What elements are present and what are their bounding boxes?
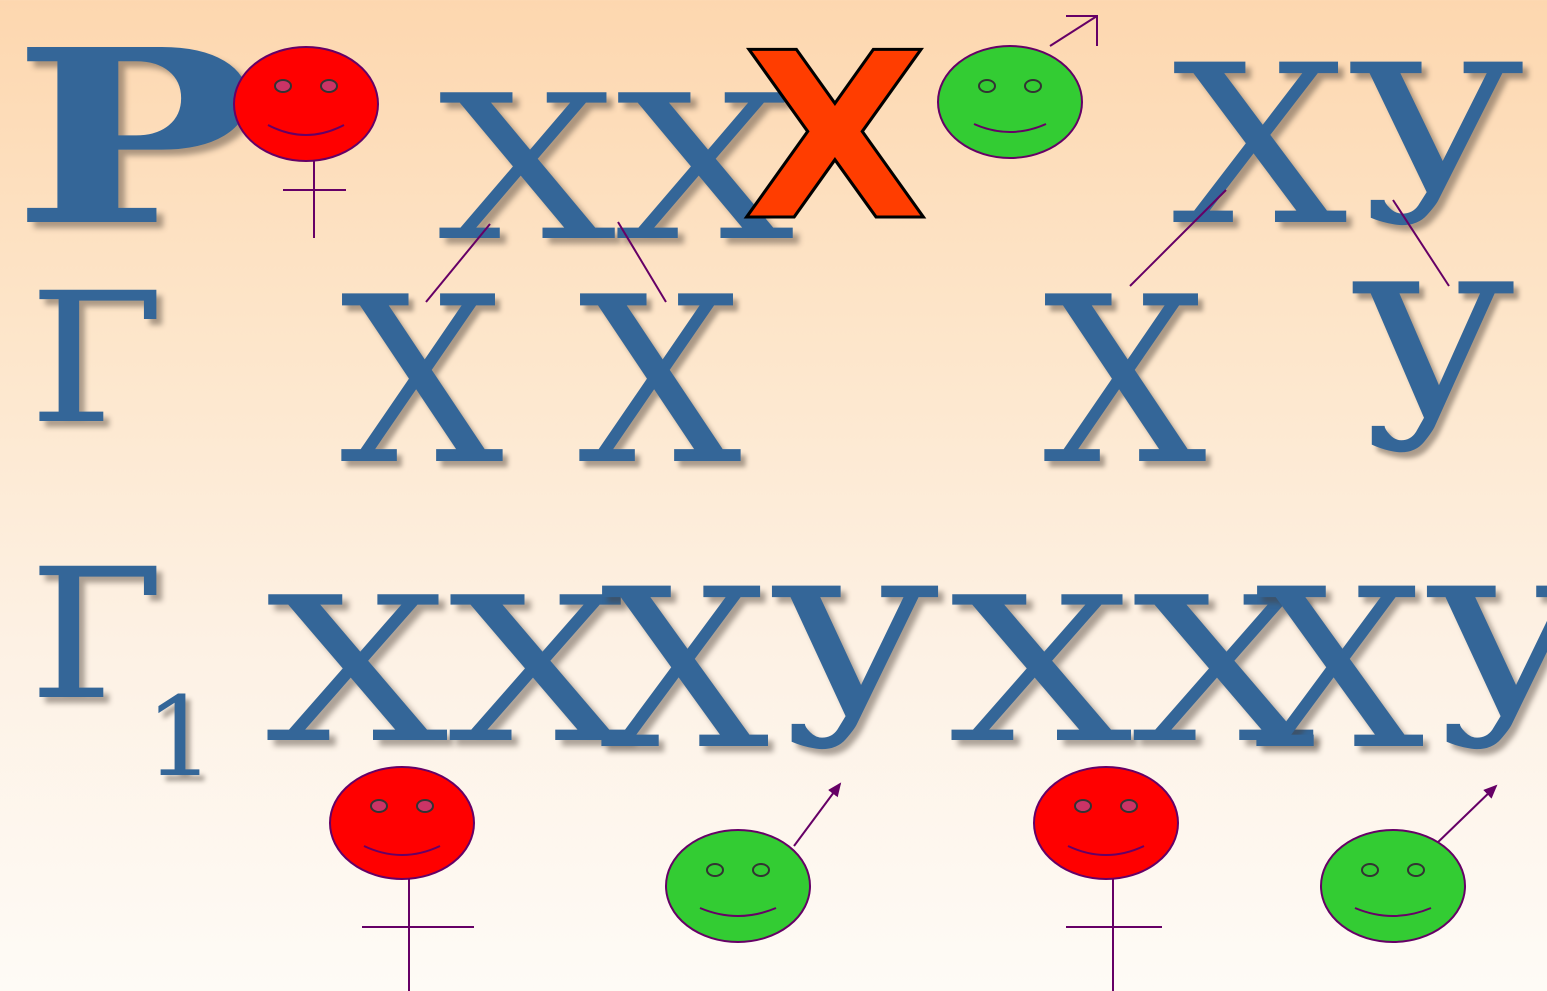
- parents-row-label: P: [12, 0, 256, 279]
- mother-genotype: ХХ: [438, 53, 794, 286]
- male-smiley-icon: [937, 15, 1098, 159]
- father-genotype: ХУ: [1172, 18, 1526, 274]
- gamete-male-y: У: [1350, 237, 1517, 504]
- cross-symbol: Х: [740, 5, 929, 272]
- offspring-row-subscript: 1: [145, 673, 215, 801]
- offspring-3-genotype: ХХ: [950, 555, 1315, 788]
- offspring-1-genotype: ХХ: [266, 555, 631, 788]
- gamete-female-1: Х: [340, 249, 504, 516]
- male-smiley-icon: [1320, 784, 1498, 943]
- gamete-male-x: Х: [1043, 249, 1207, 516]
- offspring-row-label: Г: [28, 531, 166, 740]
- offspring-2-genotype: ХУ: [600, 542, 941, 798]
- female-smiley-icon: [1033, 766, 1179, 991]
- offspring-4-genotype: ХУ: [1255, 542, 1547, 798]
- male-smiley-icon: [665, 782, 842, 943]
- gamete-female-2: Х: [578, 249, 742, 516]
- female-smiley-icon: [329, 766, 475, 991]
- gametes-row-label: Г: [28, 255, 166, 464]
